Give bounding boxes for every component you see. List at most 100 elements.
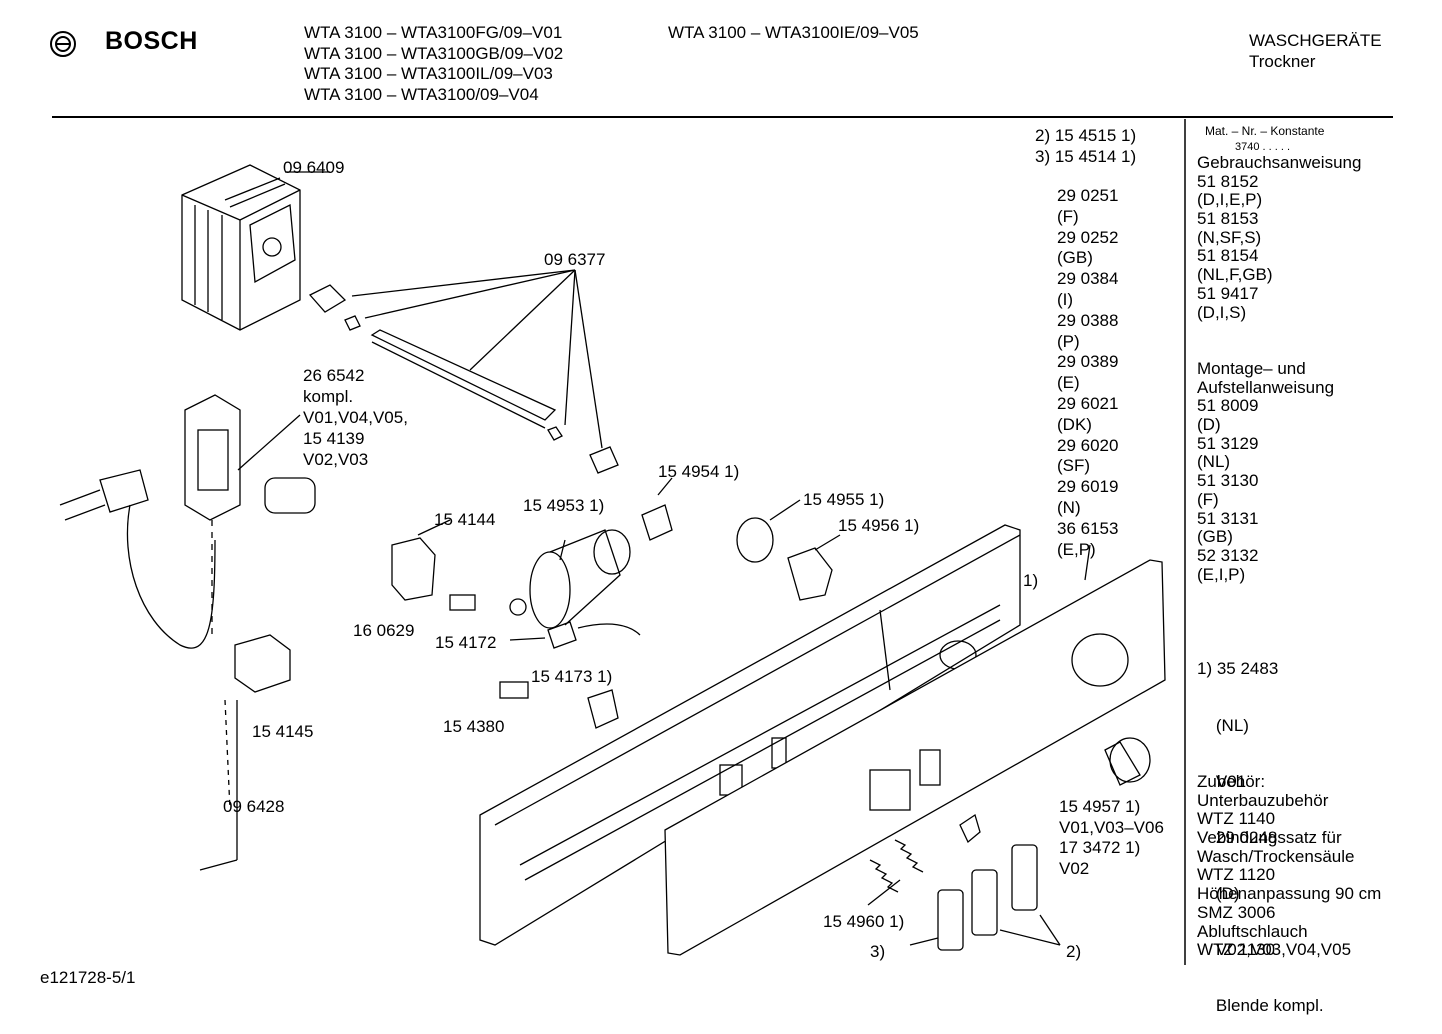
shaft-drawing <box>308 269 619 474</box>
mid-list-item: 29 6020 <box>1057 435 1119 455</box>
mid-list-item: 29 0252 <box>1057 227 1119 247</box>
doc-line: (E,I,P) <box>1197 564 1246 584</box>
doc-line: SMZ 3006 <box>1197 902 1276 922</box>
doc-line: 1) 35 2483 <box>1197 659 1279 679</box>
part-label: 26 6542 <box>303 366 365 385</box>
part-label: 15 4145 <box>252 722 314 741</box>
doc-line: 51 3131 <box>1197 508 1259 528</box>
doc-line: Vebindungssatz für <box>1197 828 1342 848</box>
gebrauch-list: Gebrauchsanweisung 51 8152 (D,I,E,P) 51 … <box>1197 153 1361 322</box>
front-cover-drawing <box>664 544 1166 956</box>
doc-line: 29 0248 <box>1197 827 1278 847</box>
mat-header: Mat. – Nr. – Konstante <box>1205 124 1325 138</box>
mid-list-item: 29 0384 <box>1057 269 1119 289</box>
mid-list-item: 36 6153 <box>1057 518 1119 538</box>
mid-list-item: (I) <box>1057 289 1074 309</box>
doc-line: 51 3130 <box>1197 471 1259 491</box>
doc-line: 51 8009 <box>1197 396 1259 416</box>
doc-line: Höhenanpassung 90 cm <box>1197 884 1382 904</box>
doc-line: 51 3129 <box>1197 433 1259 453</box>
doc-line: (D,I,S) <box>1197 302 1247 322</box>
switch-wire-drawing <box>199 634 291 871</box>
doc-line: Wasch/Trockensäule <box>1197 846 1355 866</box>
mid-list-item: (E,P) <box>1057 539 1096 559</box>
doc-line: (N,SF,S) <box>1197 227 1262 247</box>
mid-list-item: 29 0388 <box>1057 310 1119 330</box>
doc-line: (NL) <box>1197 452 1231 472</box>
mid-list-item: (GB) <box>1057 248 1093 268</box>
doc-line: WTZ 1140 <box>1197 809 1276 829</box>
doc-line: Abluftschlauch <box>1197 921 1308 941</box>
part-label: 15 4954 1) <box>658 462 740 481</box>
doc-line: 52 3132 <box>1197 545 1259 565</box>
doc-line: Blende kompl. <box>1197 995 1324 1015</box>
model-line-3: WTA 3100 – WTA3100IL/09–V03 <box>304 64 553 83</box>
part-label: 09 6409 <box>283 158 345 177</box>
mid-list-item: 29 6019 <box>1057 477 1119 497</box>
doc-line: Aufstellanweisung <box>1197 377 1335 397</box>
timer-unit-drawing <box>181 164 330 331</box>
mid-list-item: (F) <box>1057 206 1079 226</box>
doc-line: 51 8154 <box>1197 246 1259 266</box>
doc-line: Unterbauzubehör <box>1197 790 1329 810</box>
mid-list-item: 29 0251 <box>1057 186 1119 205</box>
mat-value: 3740 . . . . . <box>1235 141 1291 153</box>
part-label: 09 6428 <box>223 797 285 816</box>
doc-line: V02,V03,V04,V05 <box>1197 939 1352 959</box>
part-label: 17 3472 1) <box>1059 838 1141 857</box>
bosch-logo-mark <box>50 31 76 57</box>
subcategory-title: Trockner <box>1249 52 1316 71</box>
doc-line: V01 <box>1197 771 1247 791</box>
mains-plug-drawing <box>59 394 316 649</box>
control-panel-drawing <box>479 524 1021 946</box>
mid-list-item: (E) <box>1057 373 1080 393</box>
part-label: V02,V03 <box>303 450 369 469</box>
mid-list-item: (DK) <box>1057 414 1092 434</box>
mid-column-top-2: 3) 15 4514 1) <box>1035 147 1137 166</box>
mid-list-item: (SF) <box>1057 456 1091 476</box>
part-label: 15 4172 <box>435 633 497 652</box>
part-label: 09 6377 <box>544 250 606 269</box>
model-line-5: WTA 3100 – WTA3100IE/09–V05 <box>668 23 919 42</box>
montage-list: Montage– und Aufstellanweisung 51 8009 (… <box>1197 359 1335 584</box>
part-label: 3) <box>870 942 886 961</box>
doc-line: WTZ 1130 <box>1197 940 1276 960</box>
part-label: V01,V04,V05, <box>303 408 408 427</box>
part-label: 15 4953 1) <box>523 496 605 515</box>
doc-line: WTZ 1120 <box>1197 865 1276 885</box>
doc-line: (F) <box>1197 489 1219 509</box>
doc-line: (D) <box>1197 415 1221 435</box>
part-label: 15 4960 1) <box>823 912 905 931</box>
mid-list-item: (P) <box>1057 331 1080 351</box>
note1-list: 1) 35 2483 (NL) V01 29 0248 (D) V02,V03,… <box>1197 623 1351 1034</box>
part-label: 15 4380 <box>443 717 505 736</box>
part-label: 16 0629 <box>353 621 415 640</box>
drawing-code: e121728-5/1 <box>40 968 136 987</box>
model-line-1: WTA 3100 – WTA3100FG/09–V01 <box>304 23 563 42</box>
doc-line: (D,I,E,P) <box>1197 190 1263 210</box>
doc-line: 51 9417 <box>1197 283 1259 303</box>
part-label: 15 4144 <box>434 510 496 529</box>
part-label: 2) <box>1066 942 1082 961</box>
mid-list-item: 29 6021 <box>1057 393 1119 413</box>
doc-line: (NL,F,GB) <box>1197 265 1273 285</box>
part-label: 1) <box>1023 571 1039 590</box>
part-label: V01,V03–V06 <box>1059 818 1164 837</box>
doc-line: 51 8153 <box>1197 209 1259 229</box>
model-line-4: WTA 3100 – WTA3100/09–V04 <box>304 85 539 104</box>
category-title: WASCHGERÄTE <box>1249 31 1382 50</box>
part-label: 15 4139 <box>303 429 365 448</box>
part-label: 15 4956 1) <box>838 516 920 535</box>
doc-line: (GB) <box>1197 527 1233 547</box>
part-label: kompl. <box>303 387 354 406</box>
mid-list-item: 29 0389 <box>1057 352 1119 372</box>
doc-line: Zubehör: <box>1197 772 1266 791</box>
doc-line: 51 8152 <box>1197 171 1259 191</box>
mid-list-item: (N) <box>1057 497 1081 517</box>
potentiometer-drawing <box>509 529 631 629</box>
doc-line: Montage– und <box>1197 359 1306 378</box>
part-label: 15 4173 1) <box>531 667 613 686</box>
part-label: V02 <box>1059 859 1090 878</box>
doc-line: (D) <box>1197 883 1240 903</box>
